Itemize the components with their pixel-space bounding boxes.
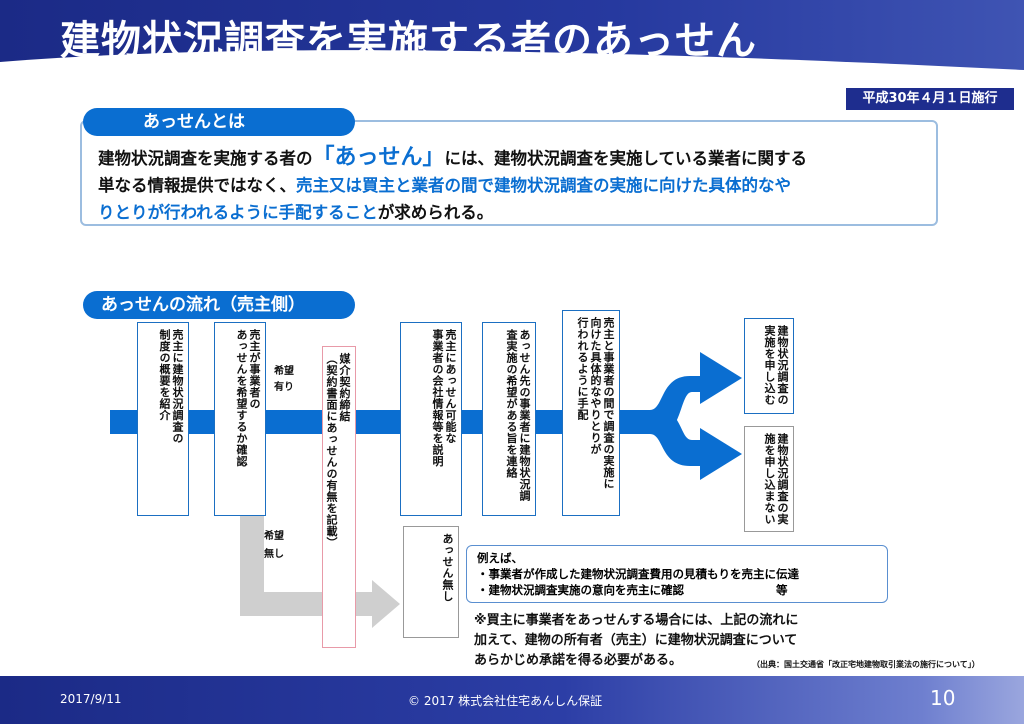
step-contact-company-text: あっせん先の事業者に建物状況調 査実施の希望がある旨を連絡: [505, 329, 531, 502]
definition-line3-highlight: りとりが行われるように手配すること: [98, 203, 378, 222]
definition-line2-highlight: 売主又は買主と業者の間で建物状況調査の実施に向けた具体的なや: [296, 176, 791, 195]
step-arrange-interaction: 売主と事業者の間で調査の実施に 向けた具体的なやりとりが 行われるように手配: [562, 310, 620, 516]
flow-heading: あっせんの流れ（売主側）: [83, 291, 355, 319]
definition-heading: あっせんとは: [83, 108, 355, 136]
step-contact-company: あっせん先の事業者に建物状況調 査実施の希望がある旨を連絡: [482, 322, 536, 516]
no-mediation-text: あっせん無し: [441, 533, 454, 602]
step-explain-companies: 売主にあっせん可能な 事業者の会社情報等を説明: [400, 322, 462, 516]
page-number: 10: [930, 686, 956, 710]
footer-copyright: © 2017 株式会社住宅あんしん保証: [408, 694, 603, 708]
no-mediation-box: あっせん無し: [403, 526, 459, 638]
step-arrange-interaction-text: 売主と事業者の間で調査の実施に 向けた具体的なやりとりが 行われるように手配: [576, 317, 615, 490]
fork-lower-arrow: [640, 410, 742, 480]
header-swoosh: [0, 50, 1024, 76]
hope-yes-label: 希望 有り: [274, 366, 294, 393]
hope-no-label: 希望 無し: [264, 531, 284, 560]
footer-bar: [0, 676, 1024, 724]
page-title: 建物状況調査を実施する者のあっせん: [60, 18, 757, 64]
step-brokerage-contract: 媒介契約締結 （契約書面にあっせんの有無を記載）: [322, 346, 356, 648]
footnote-line3: あらかじめ承諾を得る必要がある。: [474, 653, 683, 668]
source-citation: （出典：国土交通省「改正宅地建物取引業法の施行について」）: [752, 660, 980, 669]
step-introduce-system-text: 売主に建物状況調査の 制度の概要を紹介: [158, 329, 184, 444]
definition-box: 建物状況調査を実施する者の「あっせん」には、建物状況調査を実施している業者に関す…: [80, 120, 938, 226]
definition-text: 建物状況調査を実施する者の「あっせん」には、建物状況調査を実施している業者に関す…: [98, 144, 922, 226]
result-apply-text: 建物状況調査の 実施を申し込む: [763, 325, 789, 406]
example-line1: 例えば、: [477, 551, 523, 565]
footnote-line1: ※買主に事業者をあっせんする場合には、上記の流れに: [474, 613, 799, 628]
definition-line1-a: 建物状況調査を実施する者の: [98, 149, 313, 168]
step-confirm-wish: 売主が事業者の あっせんを希望するか確認: [214, 322, 266, 516]
effective-date-badge: 平成30年４月１日施行: [846, 88, 1014, 110]
definition-keyword: 「あっせん」: [312, 145, 445, 170]
definition-line2-a: 単なる情報提供ではなく、: [98, 176, 296, 195]
result-not-apply-text: 建物状況調査の実 施を申し込まない: [763, 433, 789, 525]
footer-date: 2017/9/11: [60, 692, 122, 706]
buyer-footnote: ※買主に事業者をあっせんする場合には、上記の流れに 加えて、建物の所有者（売主）…: [474, 611, 934, 671]
definition-line3-b: が求められる。: [377, 203, 494, 222]
example-line3: ・建物状況調査実施の意向を売主に確認 等: [477, 583, 788, 597]
step-introduce-system: 売主に建物状況調査の 制度の概要を紹介: [137, 322, 189, 516]
step-explain-companies-text: 売主にあっせん可能な 事業者の会社情報等を説明: [431, 329, 457, 467]
definition-line1-b: には、建物状況調査を実施している業者に関する: [444, 149, 808, 168]
footnote-line2: 加えて、建物の所有者（売主）に建物状況調査について: [474, 633, 798, 648]
step-confirm-wish-text: 売主が事業者の あっせんを希望するか確認: [235, 329, 261, 467]
result-apply: 建物状況調査の 実施を申し込む: [744, 318, 794, 414]
no-hope-arrow: [228, 512, 400, 628]
example-callout: 例えば、 ・事業者が作成した建物状況調査費用の見積もりを売主に伝達 ・建物状況調…: [466, 545, 888, 603]
example-line2: ・事業者が作成した建物状況調査費用の見積もりを売主に伝達: [477, 567, 799, 581]
result-not-apply: 建物状況調査の実 施を申し込まない: [744, 426, 794, 532]
step-brokerage-contract-text: 媒介契約締結 （契約書面にあっせんの有無を記載）: [325, 353, 351, 549]
